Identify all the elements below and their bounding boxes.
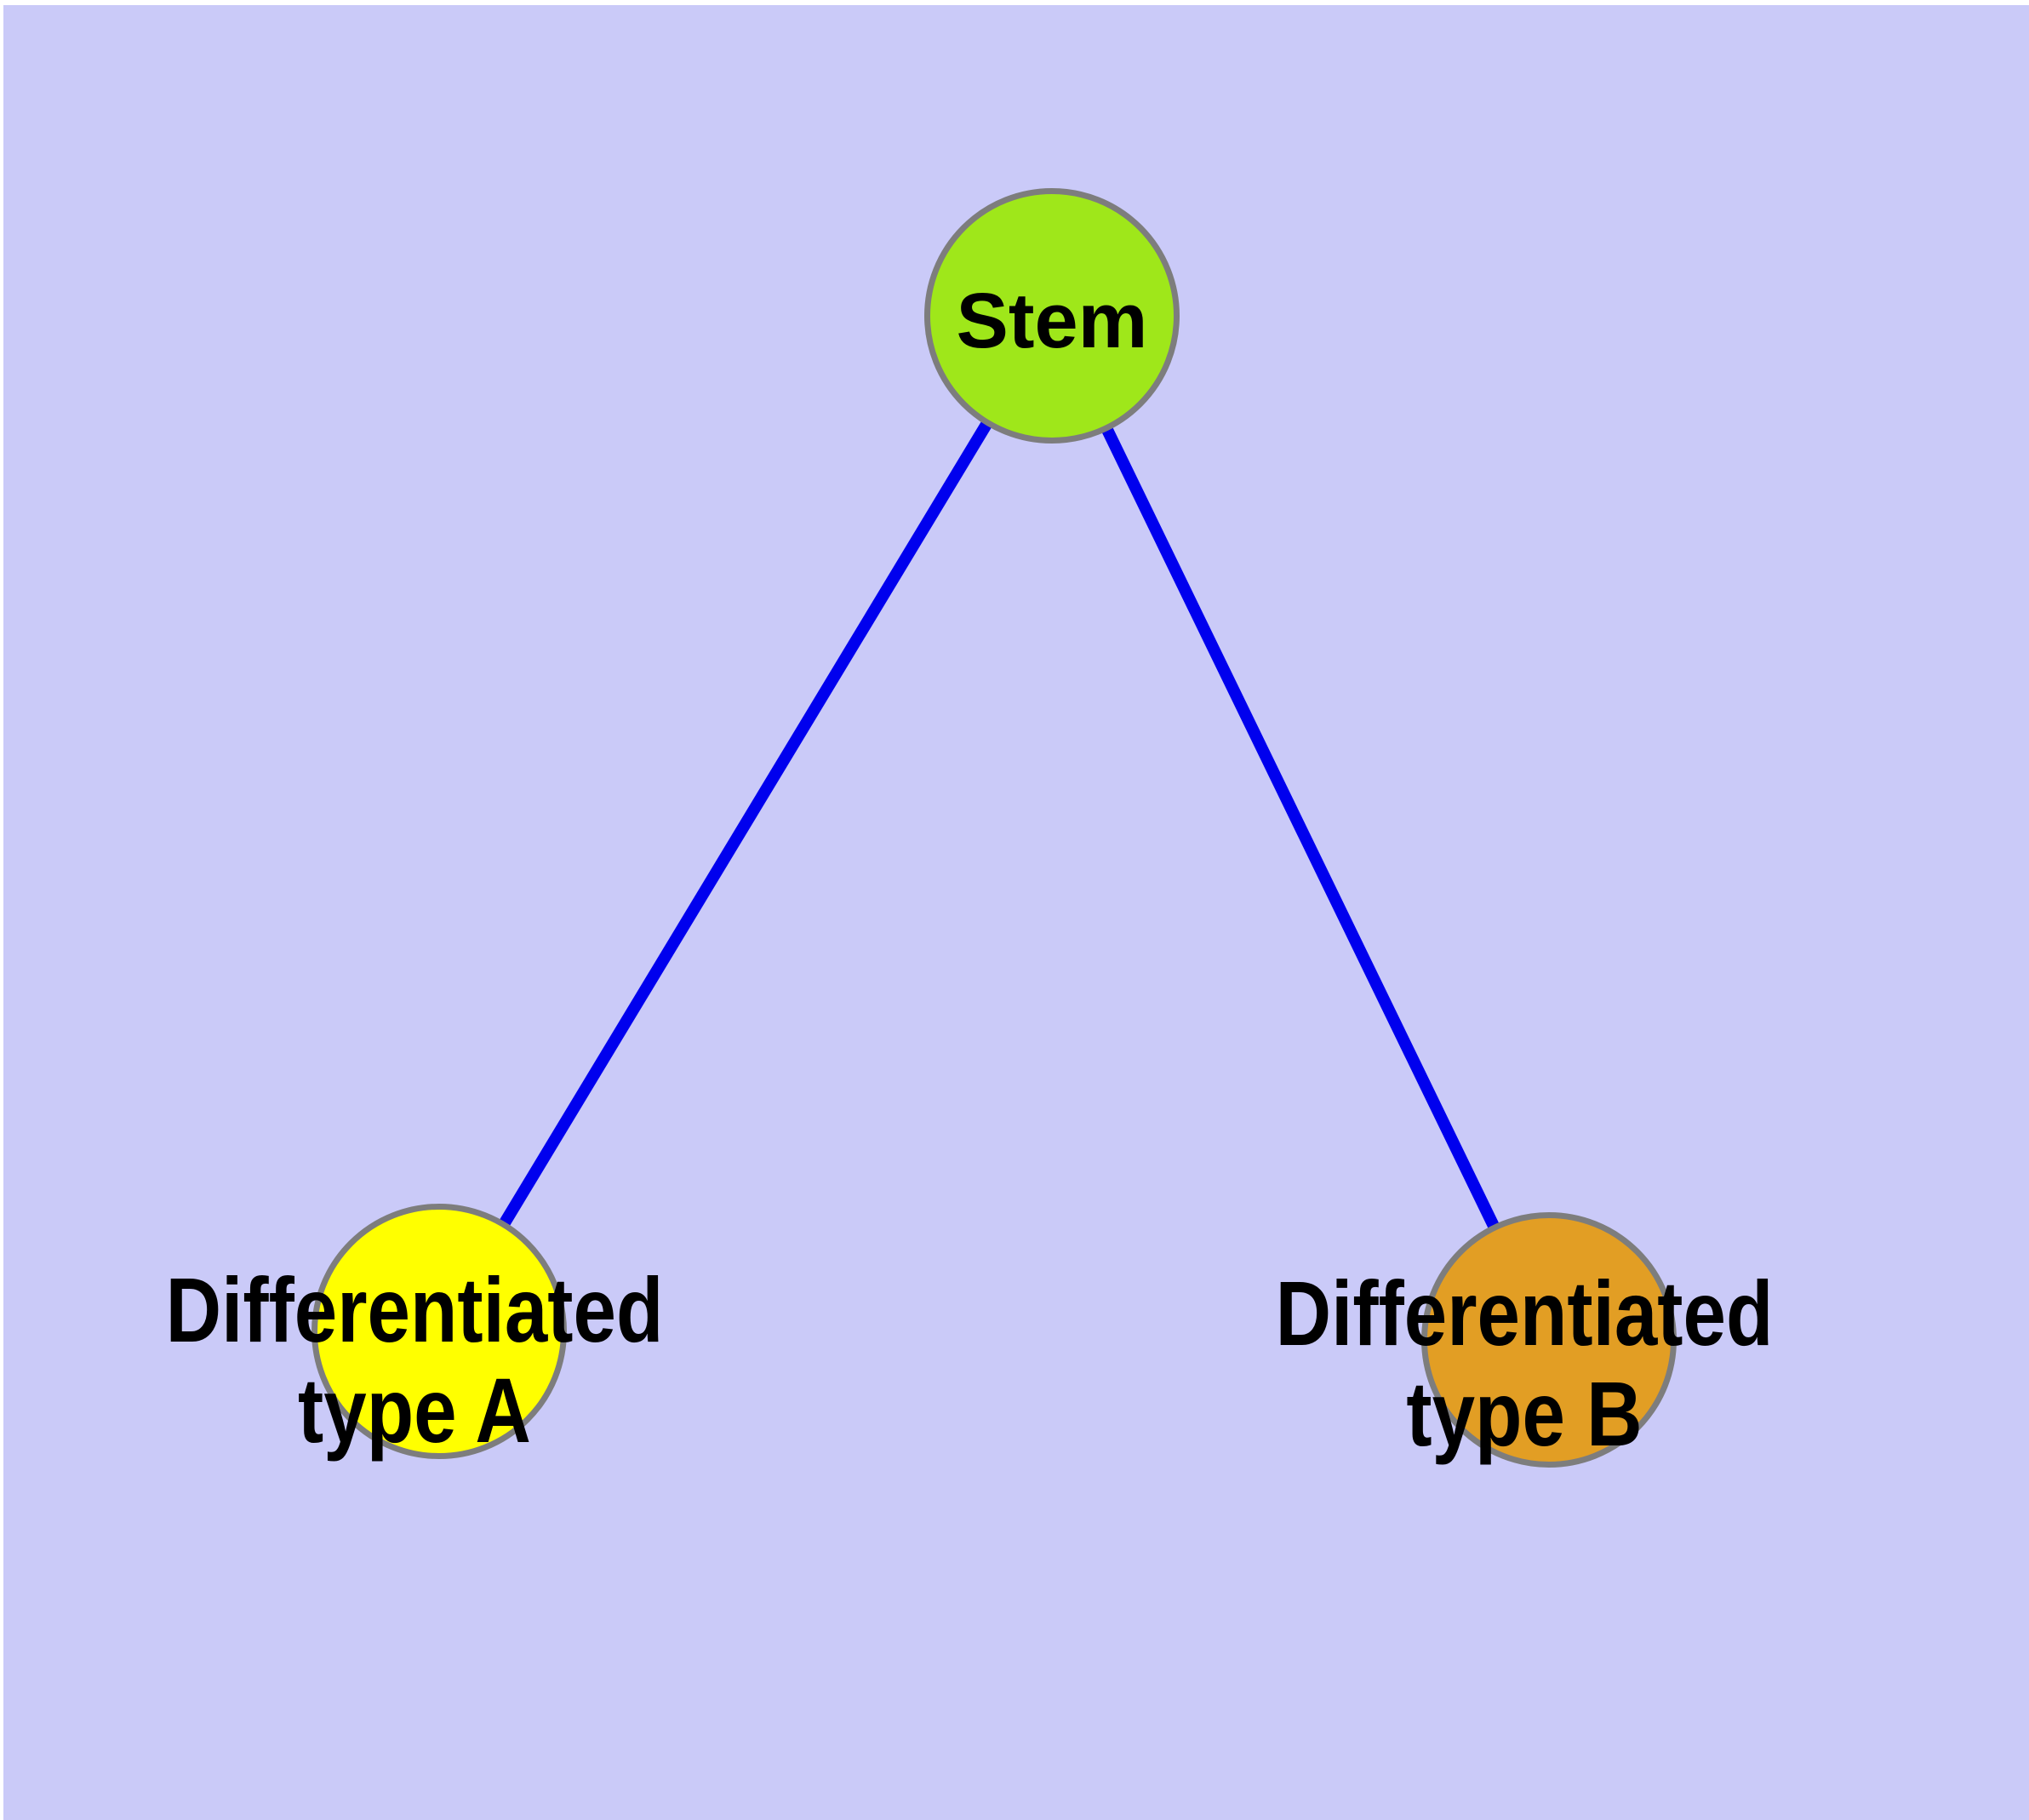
edge-layer	[434, 312, 1555, 1343]
node-differentiated-type-b[interactable]	[1421, 1212, 1677, 1468]
node-differentiated-type-a[interactable]	[311, 1204, 567, 1459]
node-stem[interactable]	[924, 188, 1180, 444]
edge-stem-to-type-b	[1046, 312, 1555, 1343]
edge-stem-to-type-a	[434, 312, 1057, 1335]
diagram-canvas: Stem Differentiated type A Differentiate…	[3, 5, 2029, 1820]
